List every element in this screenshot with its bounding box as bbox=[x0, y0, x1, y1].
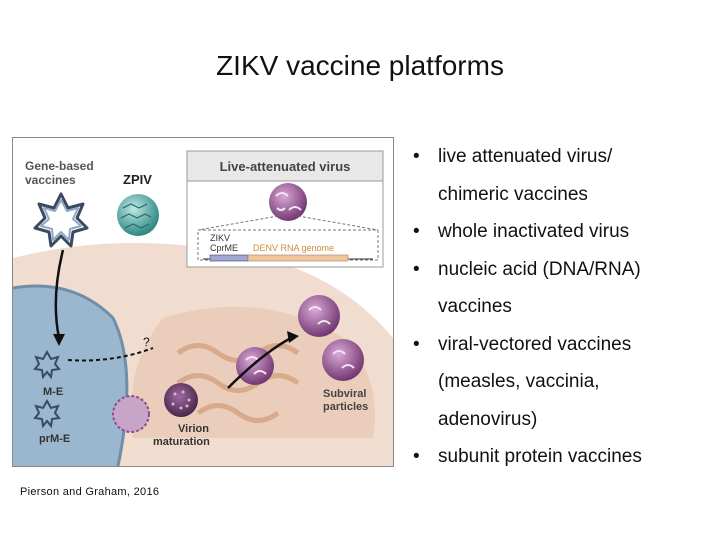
me-label: M-E bbox=[43, 386, 63, 398]
bullet-text: nucleic acid (DNA/RNA) bbox=[438, 258, 641, 280]
zoom-lines bbox=[197, 215, 379, 231]
zpiv-particle-icon bbox=[117, 194, 159, 236]
er-membrane-2 bbox=[176, 373, 300, 393]
zpiv-label: ZPIV bbox=[123, 172, 152, 187]
subviral-texture bbox=[245, 306, 355, 375]
prme-icon bbox=[33, 398, 61, 429]
dashed-arrow bbox=[67, 347, 154, 362]
bullet-text: live attenuated virus/ bbox=[438, 146, 613, 167]
bullet-glyph: • bbox=[413, 146, 420, 167]
subviral-label-1: Subviral bbox=[323, 388, 366, 400]
bullet-glyph: • bbox=[413, 221, 420, 242]
plasmid-arrow-head bbox=[53, 334, 65, 346]
maturing-virion-dots bbox=[171, 390, 191, 410]
bullet-glyph: • bbox=[413, 258, 420, 280]
denv-segment bbox=[247, 254, 349, 262]
bullet-item: • live attenuated virus/ chimeric vaccin… bbox=[410, 138, 710, 213]
vaccine-platform-diagram: Gene-based vaccines ZPIV Live-attenuated… bbox=[12, 137, 394, 467]
bullet-text: viral-vectored vaccines bbox=[438, 333, 632, 355]
subviral-arrow bbox=[227, 336, 292, 389]
plasmid-arrow bbox=[54, 249, 65, 339]
prme-label: prM-E bbox=[39, 433, 70, 445]
chimeric-virus-icon bbox=[269, 183, 307, 221]
chimeric-virus-texture bbox=[275, 192, 302, 211]
me-icon bbox=[33, 349, 61, 380]
zikv-label-2: CprME bbox=[210, 243, 238, 253]
gene-based-label-1: Gene-based bbox=[25, 159, 94, 173]
question-mark: ? bbox=[143, 335, 150, 349]
immature-virion-icon bbox=[112, 395, 150, 433]
subviral-particle-2-icon bbox=[322, 339, 364, 381]
bullet-list: • live attenuated virus/ chimeric vaccin… bbox=[410, 138, 710, 476]
er-membrane-3 bbox=[196, 403, 280, 423]
bullet-glyph: • bbox=[413, 333, 420, 355]
live-attenuated-header bbox=[186, 150, 384, 182]
gene-based-label-2: vaccines bbox=[25, 173, 76, 187]
live-attenuated-label: Live-attenuated virus bbox=[220, 159, 351, 174]
plasmid-icon bbox=[33, 192, 89, 248]
diagram-svg: Gene-based vaccines ZPIV Live-attenuated… bbox=[13, 138, 393, 466]
maturing-virion-icon bbox=[164, 383, 198, 417]
bullet-text: chimeric vaccines bbox=[438, 183, 588, 205]
bullet-text: (measles, vaccinia, bbox=[438, 371, 600, 392]
cprme-segment bbox=[209, 254, 249, 262]
virion-label-2: maturation bbox=[153, 436, 210, 448]
bullet-text: subunit protein vaccines bbox=[438, 446, 642, 467]
bullet-item: • whole inactivated virus bbox=[410, 213, 710, 251]
zikv-label-1: ZIKV bbox=[210, 233, 230, 243]
subviral-particle-1-icon bbox=[298, 295, 340, 337]
figure-citation: Pierson and Graham, 2016 bbox=[20, 486, 160, 498]
bullet-item: • subunit protein vaccines bbox=[410, 438, 710, 476]
bullet-glyph: • bbox=[413, 446, 420, 467]
slide-title: ZIKV vaccine platforms bbox=[216, 50, 504, 81]
bullet-item: • nucleic acid (DNA/RNA) vaccines bbox=[410, 251, 710, 326]
bullet-text: whole inactivated virus bbox=[438, 221, 630, 242]
denv-label: DENV RNA genome bbox=[253, 243, 334, 253]
bullet-item: • viral-vectored vaccines (measles, vacc… bbox=[410, 326, 710, 439]
bullet-text: adenovirus) bbox=[438, 408, 538, 430]
subviral-arrow-head bbox=[287, 331, 299, 343]
virion-label-1: Virion bbox=[178, 423, 209, 435]
bullet-text: vaccines bbox=[438, 296, 512, 317]
subviral-label-2: particles bbox=[323, 401, 368, 413]
zpiv-texture bbox=[120, 203, 152, 229]
